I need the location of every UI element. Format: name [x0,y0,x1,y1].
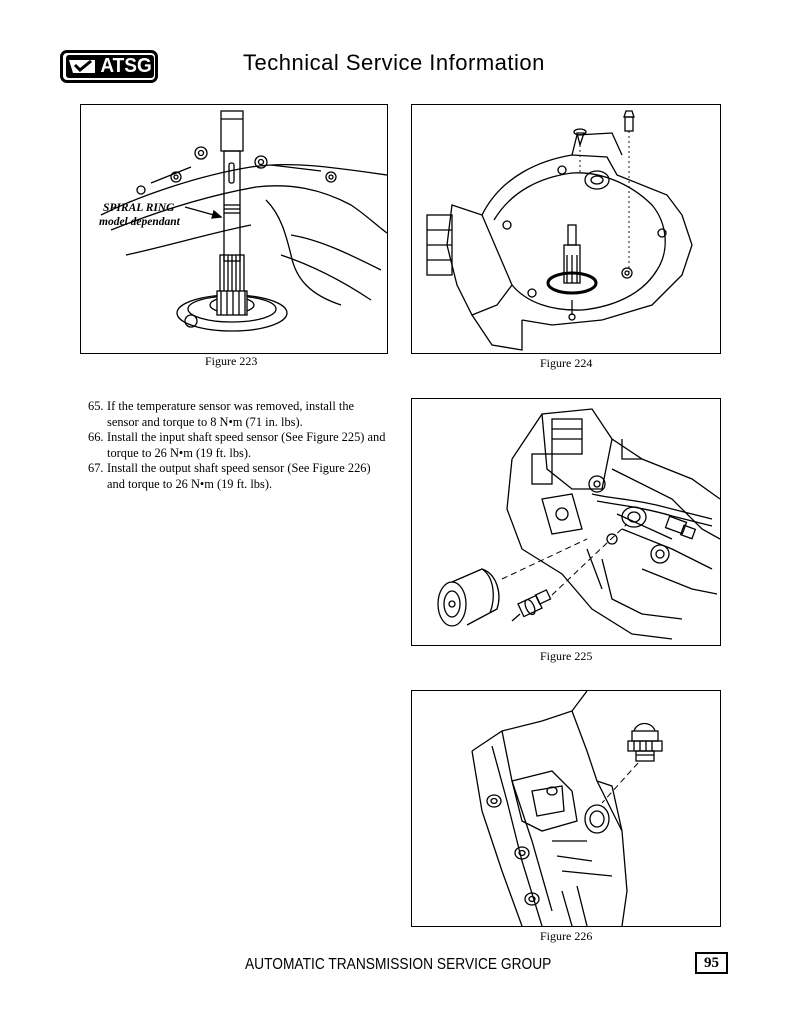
figure-223-caption: Figure 223 [205,354,258,368]
input-speed-sensor-illustration [437,408,720,640]
atsg-logo: ATSG [60,50,158,83]
figure-223: SPIRAL RING model dependant [80,104,388,354]
step-text: If the temperature sensor was removed, i… [107,399,355,429]
case-bolts-illustration [426,110,693,351]
input-shaft-illustration [100,110,387,332]
logo-text: ATSG [100,55,152,77]
step-66: 66. Install the input shaft speed sensor… [88,430,388,461]
output-speed-sensor-illustration [471,691,663,926]
page-title: Technical Service Information [243,50,545,75]
figure-224 [411,104,721,354]
figure-225 [411,398,721,646]
step-text: Install the output shaft speed sensor (S… [107,461,371,491]
logo-badge: ATSG [66,55,154,78]
step-number: 66. [88,430,104,444]
instruction-steps: 65. If the temperature sensor was remove… [88,399,388,492]
figure-225-caption: Figure 225 [540,649,593,663]
figure-226 [411,690,721,927]
model-dependant-label: model dependant [99,216,180,228]
checkmark-icon [69,59,95,73]
step-number: 67. [88,461,104,475]
footer-text: AUTOMATIC TRANSMISSION SERVICE GROUP [245,956,552,973]
figure-224-caption: Figure 224 [540,356,593,370]
step-number: 65. [88,399,104,413]
page-number: 95 [695,952,728,974]
figure-226-caption: Figure 226 [540,929,593,943]
step-67: 67. Install the output shaft speed senso… [88,461,388,492]
spiral-ring-label: SPIRAL RING [103,202,175,214]
step-65: 65. If the temperature sensor was remove… [88,399,388,430]
step-text: Install the input shaft speed sensor (Se… [107,430,386,460]
